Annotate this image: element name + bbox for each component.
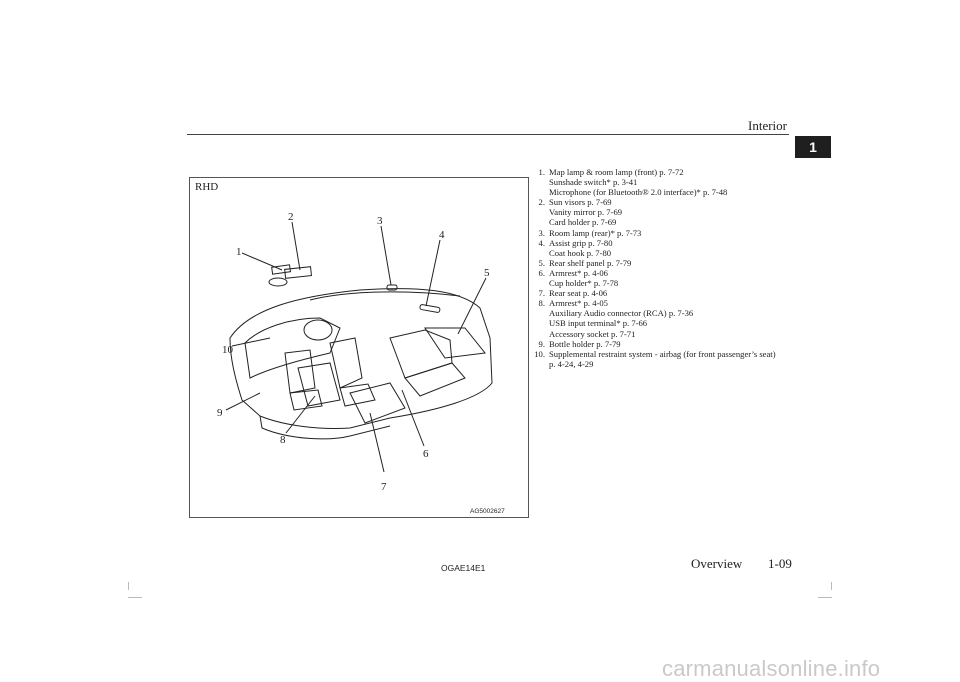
callout-6: 6: [423, 448, 429, 460]
roof-line: [309, 291, 461, 301]
assist-grip: [419, 304, 441, 313]
item-text: Supplemental restraint system - airbag (…: [549, 349, 796, 369]
item-text: Room lamp (rear)* p. 7-73: [549, 228, 796, 238]
item-number: 7.: [538, 288, 545, 299]
item-line[interactable]: Armrest* p. 4-05: [549, 298, 608, 309]
callout-10: 10: [222, 344, 234, 356]
item-line[interactable]: Sunshade switch* p. 3-41: [549, 177, 638, 188]
vanity-mirror: [268, 277, 288, 287]
list-item: 9. Bottle holder p. 7-79: [531, 339, 796, 349]
item-line[interactable]: Assist grip p. 7-80: [549, 237, 613, 248]
variant-label: RHD: [195, 181, 218, 193]
room-lamp-rear: [386, 284, 398, 291]
item-line[interactable]: Bottle holder p. 7-79: [549, 338, 621, 349]
item-number: 2.: [538, 197, 545, 208]
item-text: Bottle holder p. 7-79: [549, 339, 796, 349]
car-interior-drawing: RHD 1 2 3 4 5 6 7 8 9 10 AG5002627: [195, 181, 505, 515]
callout-2: 2: [288, 211, 294, 223]
crop-mark: [818, 597, 832, 598]
front-seat: [329, 337, 363, 389]
item-number: 6.: [538, 267, 545, 278]
crop-mark: [831, 582, 832, 590]
item-line[interactable]: Room lamp (rear)* p. 7-73: [549, 227, 642, 238]
item-number: 5.: [538, 257, 545, 268]
passenger-seat: [284, 349, 316, 394]
item-line[interactable]: Auxiliary Audio connector (RCA) p. 7-36: [549, 308, 694, 319]
crop-mark: [128, 597, 142, 598]
footer-section: Overview: [691, 556, 743, 571]
callout-1: 1: [236, 246, 242, 258]
item-line[interactable]: p. 4-24, 4-29: [549, 358, 594, 369]
callout-5: 5: [484, 267, 490, 279]
list-item: 5. Rear shelf panel p. 7-79: [531, 258, 796, 268]
list-item: 10. Supplemental restraint system - airba…: [531, 349, 796, 369]
watermark[interactable]: carmanualsonline.info: [662, 656, 881, 681]
steering-wheel: [303, 319, 333, 341]
item-line[interactable]: Vanity mirror p. 7-69: [549, 207, 623, 218]
center-console: [297, 362, 341, 407]
callout-4: 4: [439, 229, 445, 241]
page-number: 1-09: [768, 556, 792, 571]
header-rule: [187, 134, 789, 135]
list-item: 3. Room lamp (rear)* p. 7-73: [531, 228, 796, 238]
list-item: 7. Rear seat p. 4-06: [531, 288, 796, 298]
item-line[interactable]: Map lamp & room lamp (front) p. 7-72: [549, 167, 684, 177]
item-text: Rear shelf panel p. 7-79: [549, 258, 796, 268]
item-number: 4.: [538, 237, 545, 248]
doc-code: OGAE14E1: [441, 563, 486, 573]
item-line[interactable]: Microphone (for Bluetooth® 2.0 interface…: [549, 187, 728, 198]
crop-mark: [128, 582, 129, 590]
dashboard: [244, 317, 341, 379]
item-text: Rear seat p. 4-06: [549, 288, 796, 298]
item-number: 8.: [538, 298, 545, 309]
callout-9: 9: [217, 407, 223, 419]
interior-illustration: RHD 1 2 3 4 5 6 7 8 9 10 AG5002627: [189, 177, 529, 518]
item-line[interactable]: Armrest* p. 4-06: [549, 267, 608, 278]
item-line[interactable]: USB input terminal* p. 7-66: [549, 318, 648, 329]
item-line[interactable]: Sun visors p. 7-69: [549, 197, 612, 208]
rear-seat-back: [389, 329, 453, 379]
callout-3: 3: [377, 215, 383, 227]
figure-code: AG5002627: [470, 508, 505, 515]
callout-7: 7: [381, 481, 387, 493]
sun-visor: [284, 266, 313, 279]
item-line[interactable]: Card holder p. 7-69: [549, 217, 617, 228]
callout-8: 8: [280, 434, 286, 446]
item-line[interactable]: Coat hook p. 7-80: [549, 247, 612, 258]
item-number: 9.: [538, 338, 545, 349]
item-line[interactable]: Cup holder* p. 7-78: [549, 278, 619, 289]
item-line[interactable]: Rear seat p. 4-06: [549, 288, 608, 299]
car-body-outline: [229, 288, 493, 429]
map-lamp: [271, 264, 292, 275]
rear-seat-cushion: [349, 382, 406, 424]
item-line[interactable]: Rear shelf panel p. 7-79: [549, 257, 632, 268]
item-line[interactable]: Supplemental restraint system - airbag (…: [549, 348, 776, 359]
item-line[interactable]: Accessory socket p. 7-71: [549, 328, 636, 339]
item-number: 3.: [538, 227, 545, 238]
rear-shelf-panel: [424, 327, 486, 359]
section-title: Interior: [748, 118, 787, 133]
chapter-tab[interactable]: 1: [795, 136, 831, 158]
item-number: 10.: [534, 348, 545, 359]
item-number: 1.: [538, 167, 545, 177]
